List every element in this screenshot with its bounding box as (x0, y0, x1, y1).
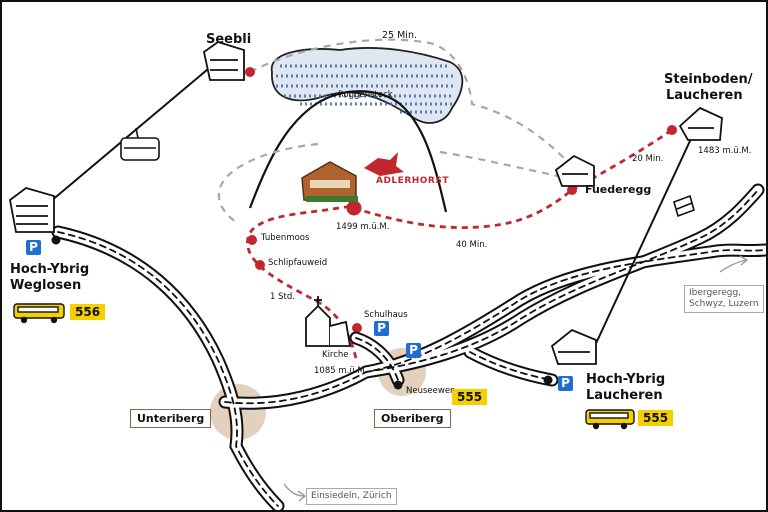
trail-points (245, 67, 677, 333)
lake (270, 47, 464, 124)
roggenstock-label: Roggenstock (338, 90, 393, 100)
laucheren-label-line1: Hoch-Ybrig (586, 372, 666, 387)
adlerhorst-fuederegg-time: 40 Min. (456, 240, 488, 250)
chalet-icon (301, 161, 358, 202)
seebli-point (245, 67, 255, 77)
weglosen-label-line2: Weglosen (10, 278, 82, 293)
unteriberg-box: Unteriberg (130, 409, 212, 428)
laucheren-label-line2: Laucheren (586, 388, 663, 403)
weglosen-stop (51, 235, 61, 245)
seebli-loop-time: 25 Min. (382, 30, 417, 41)
kirche-label: Kirche (322, 350, 349, 360)
gray-trails (217, 38, 567, 223)
roads (51, 183, 768, 512)
steinboden-point (667, 125, 677, 135)
direction-arrows (283, 255, 749, 502)
bus-line-oberiberg: 555 (452, 389, 488, 405)
bus-icon (13, 303, 635, 430)
steinboden-fuederegg-time: 20 Min. (632, 154, 664, 164)
tubenmoos-label: Tubenmoos (261, 233, 310, 243)
direction-east-line2: Schwyz, Luzern (689, 299, 759, 309)
direction-east: Ibergeregg, Schwyz, Luzern (684, 285, 764, 313)
chairlift-cable (591, 127, 697, 353)
chairlift-icon (673, 194, 695, 218)
bus-line-laucheren: 555 (638, 410, 674, 426)
seebli-label: Seebli (206, 32, 252, 47)
station-hut-icon (9, 41, 723, 365)
church-icon (305, 296, 352, 347)
schlipfauweid-label: Schlipfauweid (268, 258, 328, 268)
schulhaus-adlerhorst-time: 1 Std. (270, 292, 295, 302)
steinboden-altitude: 1483 m.ü.M. (698, 146, 752, 156)
adlerhorst-point (346, 200, 362, 216)
parking-icon-weglosen: P (26, 240, 41, 255)
bus-line-weglosen: 556 (70, 304, 106, 320)
schulhaus-point (352, 323, 362, 333)
adlerhorst-altitude: 1499 m.ü.M. (336, 222, 390, 232)
neuseewen-label: Neuseewen (406, 386, 456, 396)
steinboden-label-line2: Laucheren (666, 88, 743, 103)
direction-east-line1: Ibergeregg, (689, 288, 742, 298)
eagle-logo-icon (364, 152, 404, 176)
steinboden-label-line1: Steinboden/ (664, 72, 753, 87)
roggenstock-mountain (248, 90, 448, 213)
south-arrow-icon (283, 483, 307, 502)
fuederegg-label: Fuederegg (585, 183, 652, 196)
direction-south: Einsiedeln, Zürich (306, 488, 397, 505)
oberiberg-box: Oberiberg (374, 409, 451, 428)
tubenmoos-point (247, 235, 257, 245)
laucheren-stop (543, 375, 553, 385)
parking-icon-oberiberg: P (406, 343, 421, 358)
gondola-icon (120, 127, 160, 161)
parking-icon-laucheren: P (558, 376, 573, 391)
fuederegg-point (567, 185, 577, 195)
schulhaus-label: Schulhaus (364, 310, 408, 320)
neuseewen-stop (393, 380, 403, 390)
kirche-altitude: 1085 m.ü.M. (314, 366, 368, 376)
schlipfauweid-point (255, 260, 265, 270)
east-arrow-icon (719, 255, 749, 273)
parking-icon-schulhaus: P (374, 321, 389, 336)
weglosen-label-line1: Hoch-Ybrig (10, 262, 90, 277)
adlerhorst-logo-text: ADLERHORST (376, 176, 449, 186)
